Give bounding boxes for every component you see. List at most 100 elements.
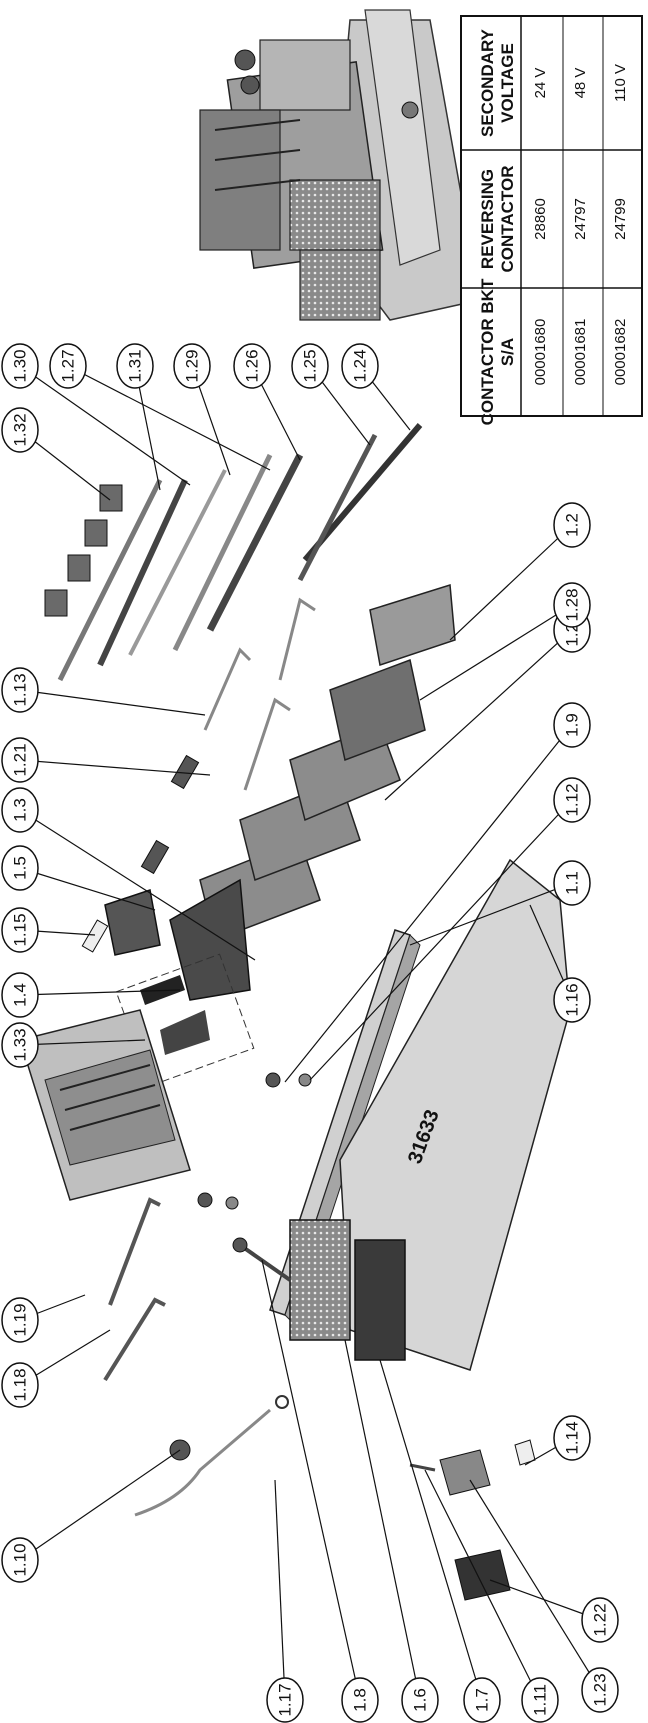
leader-line	[379, 1359, 483, 1701]
callout-1-4: 1.4	[1, 972, 181, 1018]
callout-number: 1.8	[351, 1688, 370, 1712]
callout-balloon	[116, 343, 154, 389]
leader-line	[19, 365, 191, 486]
callout-number: 1.11	[531, 1684, 550, 1716]
callout-1-15: 1.15	[1, 907, 96, 953]
table-cell: 00001680	[532, 319, 549, 386]
callout-1-6: 1.6	[344, 1339, 439, 1723]
callout-number: 1.28	[563, 588, 582, 621]
callout-1-18: 1.18	[1, 1329, 111, 1408]
table-cell: 00001682	[612, 319, 629, 386]
table-header-secondary-voltage: SECONDARYVOLTAGE	[478, 28, 517, 137]
table-cell: 110 V	[612, 64, 629, 102]
callout-1-7: 1.7	[379, 1359, 501, 1723]
callout-number: 1.25	[301, 349, 320, 382]
leader-line	[449, 524, 573, 641]
callout-1-13: 1.13	[1, 667, 206, 716]
callout-balloon	[341, 343, 379, 389]
callout-balloon	[553, 777, 591, 823]
callout-1-3: 1.3	[1, 787, 256, 961]
callout-number: 1.17	[276, 1683, 295, 1716]
callout-1-28: 1.28	[419, 582, 591, 701]
callout-balloon	[1, 845, 39, 891]
exploded-components	[19, 423, 571, 1601]
table-header-contactor-bkt: CONTACTOR BKTS/A	[478, 278, 517, 425]
leader-line	[19, 809, 256, 961]
callout-number: 1.14	[563, 1421, 582, 1454]
callout-balloon	[233, 343, 271, 389]
callout-number: 1.10	[11, 1543, 30, 1576]
callout-1-32: 1.32	[1, 407, 111, 501]
callout-balloon	[1, 667, 39, 713]
table-cell: 24797	[572, 198, 589, 240]
callout-balloon	[553, 1415, 591, 1461]
callout-number: 1.2	[563, 513, 582, 537]
callout-number: 1.18	[11, 1368, 30, 1401]
leader-line	[19, 989, 181, 996]
callout-1-29: 1.29	[173, 343, 231, 476]
table-cell: 00001681	[572, 319, 589, 386]
callout-balloon	[1, 787, 39, 833]
callout-balloon	[553, 977, 591, 1023]
callout-balloon	[553, 860, 591, 906]
leader-line	[489, 1579, 601, 1621]
callout-number: 1.1	[563, 871, 582, 895]
callout-number: 1.7	[473, 1688, 492, 1712]
callout-balloon	[49, 343, 87, 389]
callout-1-24: 1.24	[341, 343, 411, 431]
callout-1-10: 1.10	[1, 1449, 181, 1583]
callout-1-1: 1.1	[409, 860, 591, 946]
leader-line	[409, 882, 573, 946]
table-cell: 24799	[612, 198, 629, 240]
leader-line	[67, 365, 271, 471]
callout-number: 1.32	[11, 413, 30, 446]
callout-balloon	[553, 582, 591, 628]
callout-balloon	[1, 1362, 39, 1408]
callout-1-16: 1.16	[529, 904, 591, 1023]
callout-1-23: 1.23	[469, 1479, 619, 1713]
callout-1-5: 1.5	[1, 845, 156, 911]
callout-balloon	[1, 972, 39, 1018]
callout-1-26: 1.26	[233, 343, 301, 461]
callout-number: 1.19	[11, 1303, 30, 1336]
callout-1-12: 1.12	[309, 777, 591, 1081]
callout-1-17: 1.17	[266, 1479, 304, 1723]
callout-balloon	[1, 1022, 39, 1068]
callout-number: 1.27	[59, 349, 78, 382]
callout-number: 1.12	[563, 783, 582, 816]
callout-1-30: 1.30	[1, 343, 191, 486]
leader-line	[344, 1339, 421, 1701]
leader-line	[424, 1469, 541, 1701]
leader-line	[384, 629, 573, 801]
callout-number: 1.24	[351, 349, 370, 382]
callout-1-22: 1.22	[489, 1579, 619, 1643]
table-cell: 28860	[532, 198, 549, 240]
callout-1-33: 1.33	[1, 1022, 146, 1068]
callout-1-19: 1.19	[1, 1294, 86, 1343]
callout-number: 1.4	[11, 983, 30, 1007]
leader-line	[309, 799, 573, 1081]
callout-number: 1.31	[126, 349, 145, 382]
callout-1-11: 1.11	[424, 1469, 559, 1723]
callout-number: 1.9	[563, 713, 582, 737]
callout-1-27: 1.27	[49, 343, 271, 471]
callout-number: 1.21	[11, 743, 30, 776]
leader-line	[19, 689, 206, 716]
callout-balloon	[1, 1537, 39, 1583]
part-number-table: SECONDARYVOLTAGE REVERSINGCONTACTOR CONT…	[460, 15, 643, 425]
callout-balloon	[553, 702, 591, 748]
callout-number: 1.33	[11, 1028, 30, 1061]
leader-line	[19, 759, 211, 776]
callout-1-9: 1.9	[284, 702, 591, 1083]
callout-balloon	[1, 1297, 39, 1343]
callout-balloon	[521, 1677, 559, 1723]
callout-balloon	[1, 407, 39, 453]
callout-balloon	[341, 1677, 379, 1723]
callout-balloon	[1, 737, 39, 783]
table-cell: 24 V	[532, 68, 549, 99]
callout-balloon	[581, 1597, 619, 1643]
callout-1-25: 1.25	[291, 343, 371, 446]
callout-number: 1.16	[563, 983, 582, 1016]
callout-balloon	[173, 343, 211, 389]
leader-line	[419, 604, 573, 701]
